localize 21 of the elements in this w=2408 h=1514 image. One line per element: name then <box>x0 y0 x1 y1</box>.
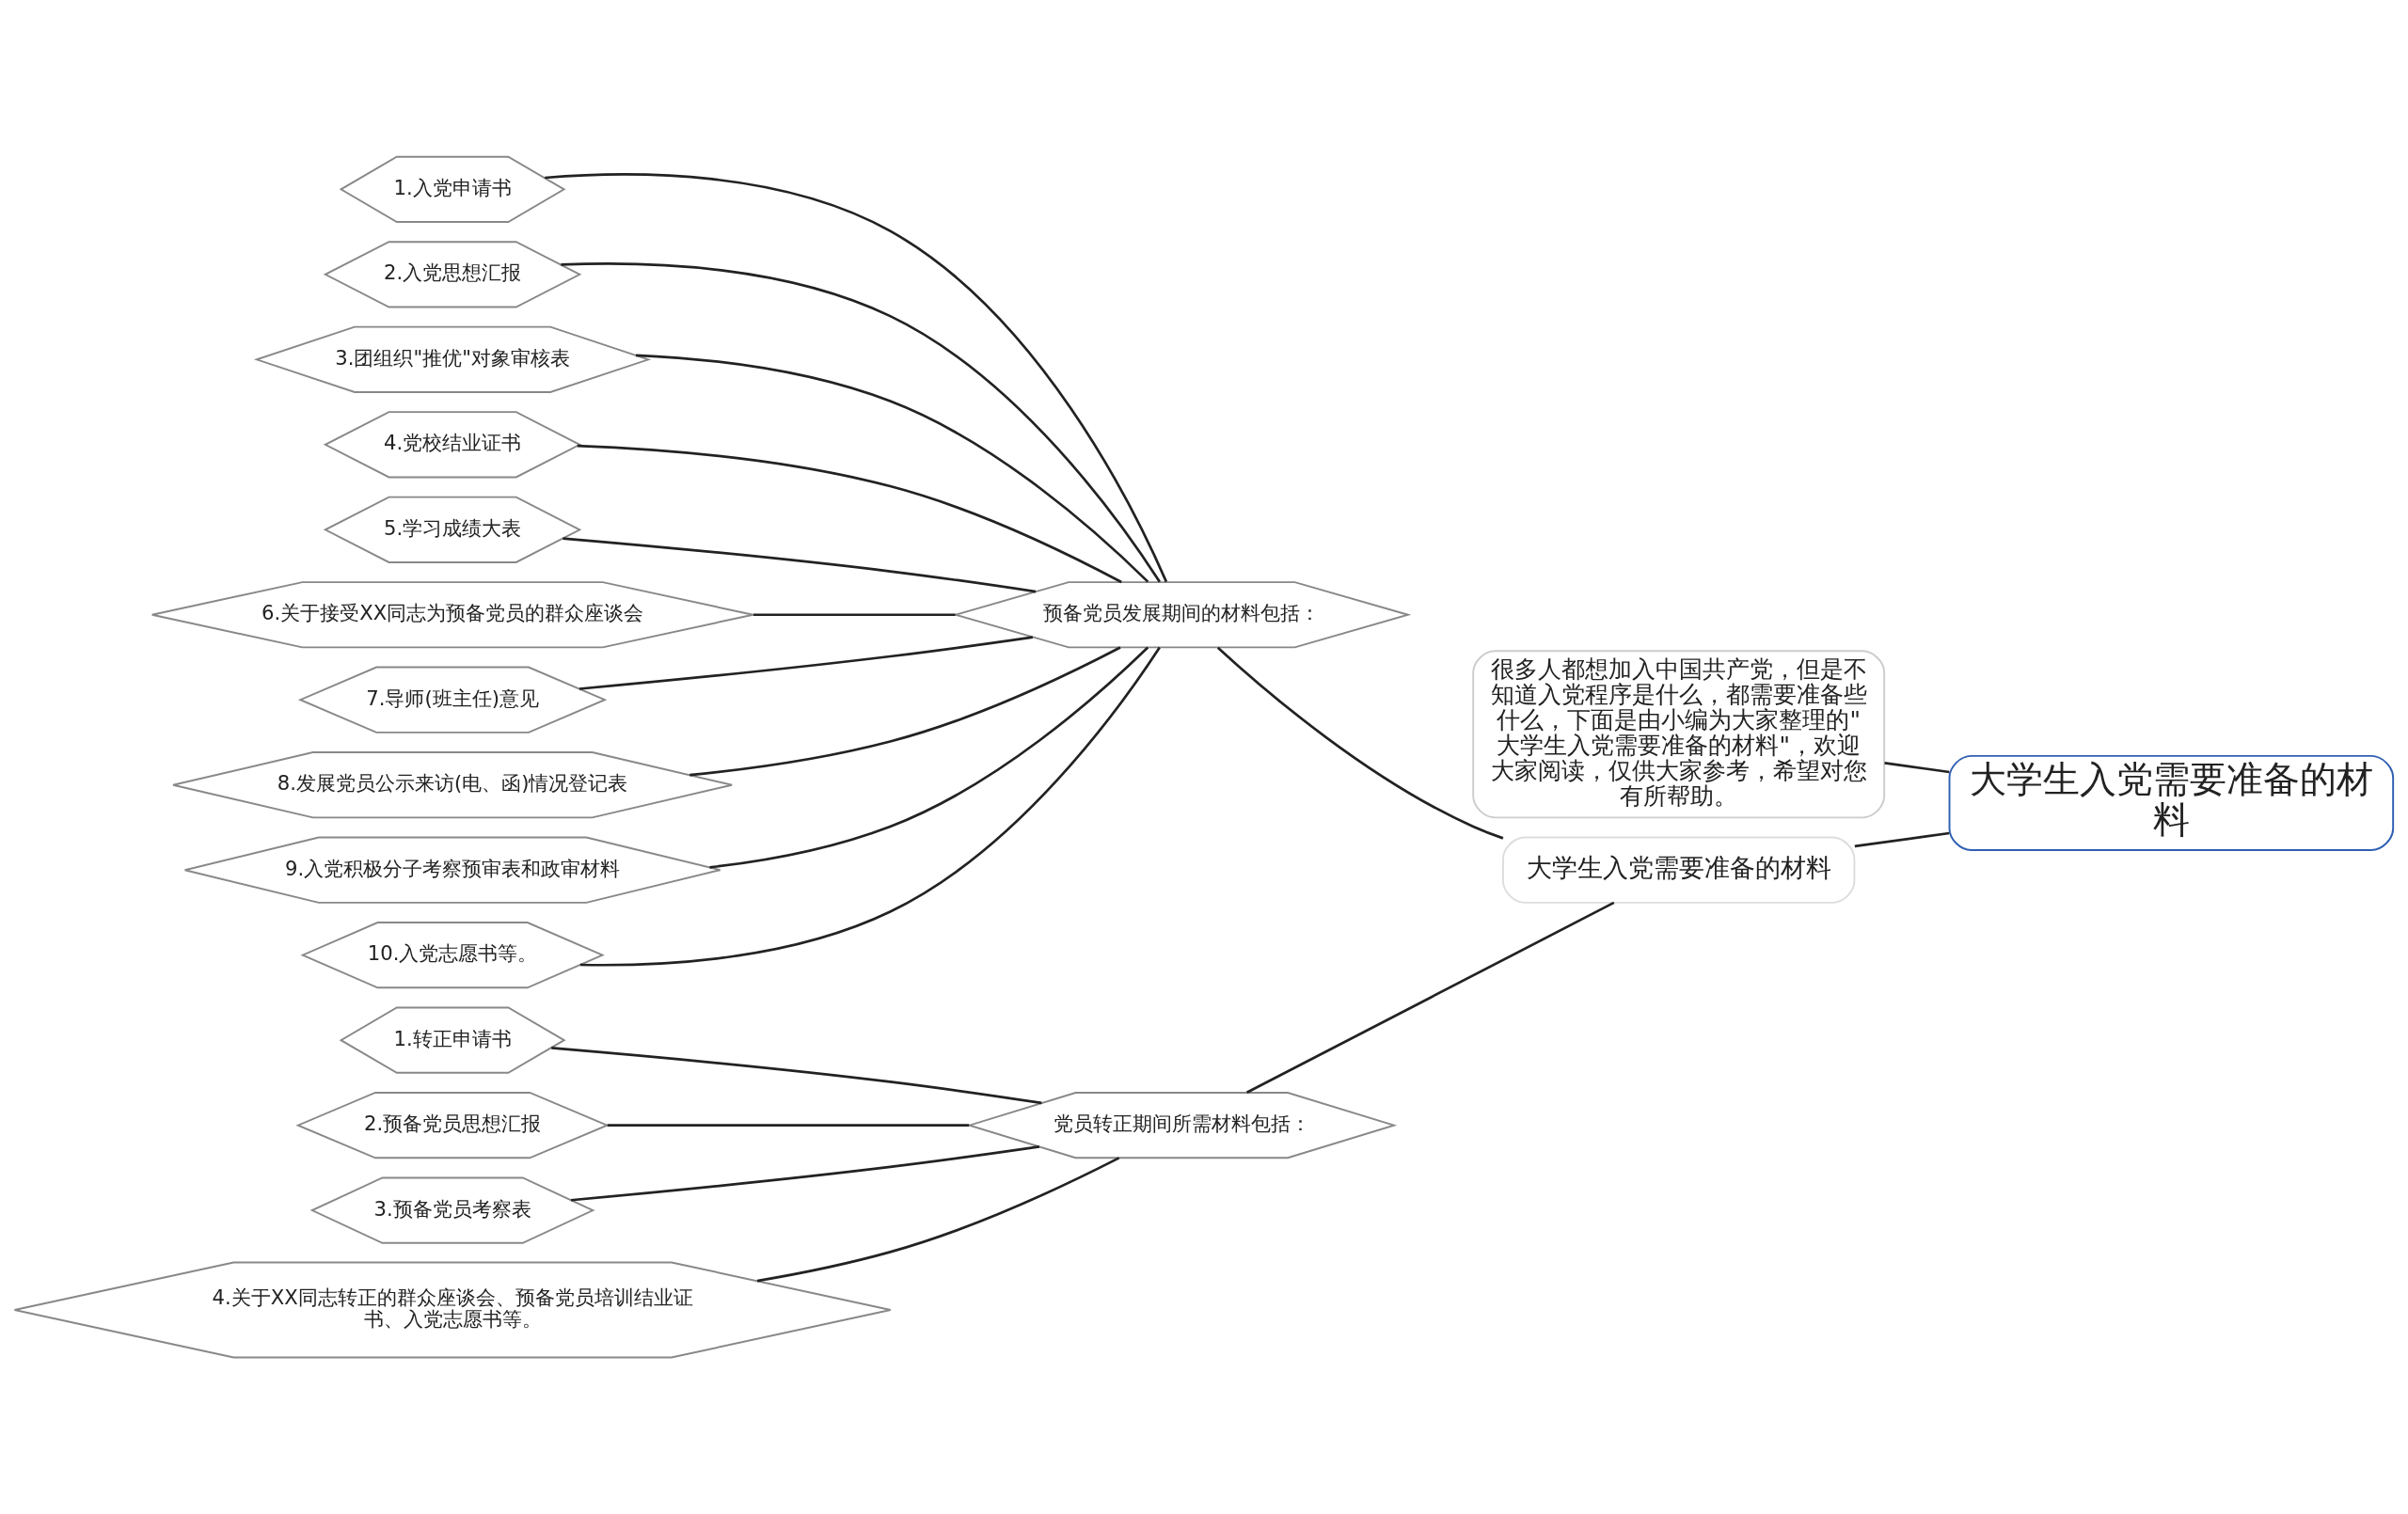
node-box: 大学生入党需要准备的材料 <box>1502 836 1856 904</box>
connector <box>570 1145 1040 1202</box>
connector <box>578 636 1034 690</box>
connector <box>635 354 1149 583</box>
connector <box>607 1124 970 1127</box>
connector <box>562 537 1037 593</box>
connector <box>1884 762 1950 774</box>
connector <box>551 1047 1042 1105</box>
connector <box>1854 831 1950 848</box>
connector <box>561 262 1161 583</box>
connector <box>709 646 1149 869</box>
connector <box>752 613 956 617</box>
connector <box>689 646 1121 777</box>
connector <box>545 173 1168 583</box>
connector <box>1216 646 1504 840</box>
node-box: 很多人都想加入中国共产党，但是不知道入党程序是什么，都需要准备些什么，下面是由小编为大家整理的"大学生入党需要准备的材料"，欢迎大家阅读，仅供大家参考，希望对您有所帮助。 <box>1472 650 1886 819</box>
connector <box>756 1157 1120 1283</box>
connector <box>577 444 1122 584</box>
connector <box>1246 901 1615 1094</box>
node-box: 大学生入党需要准备的材料 <box>1948 754 2395 851</box>
connector <box>579 646 1161 967</box>
